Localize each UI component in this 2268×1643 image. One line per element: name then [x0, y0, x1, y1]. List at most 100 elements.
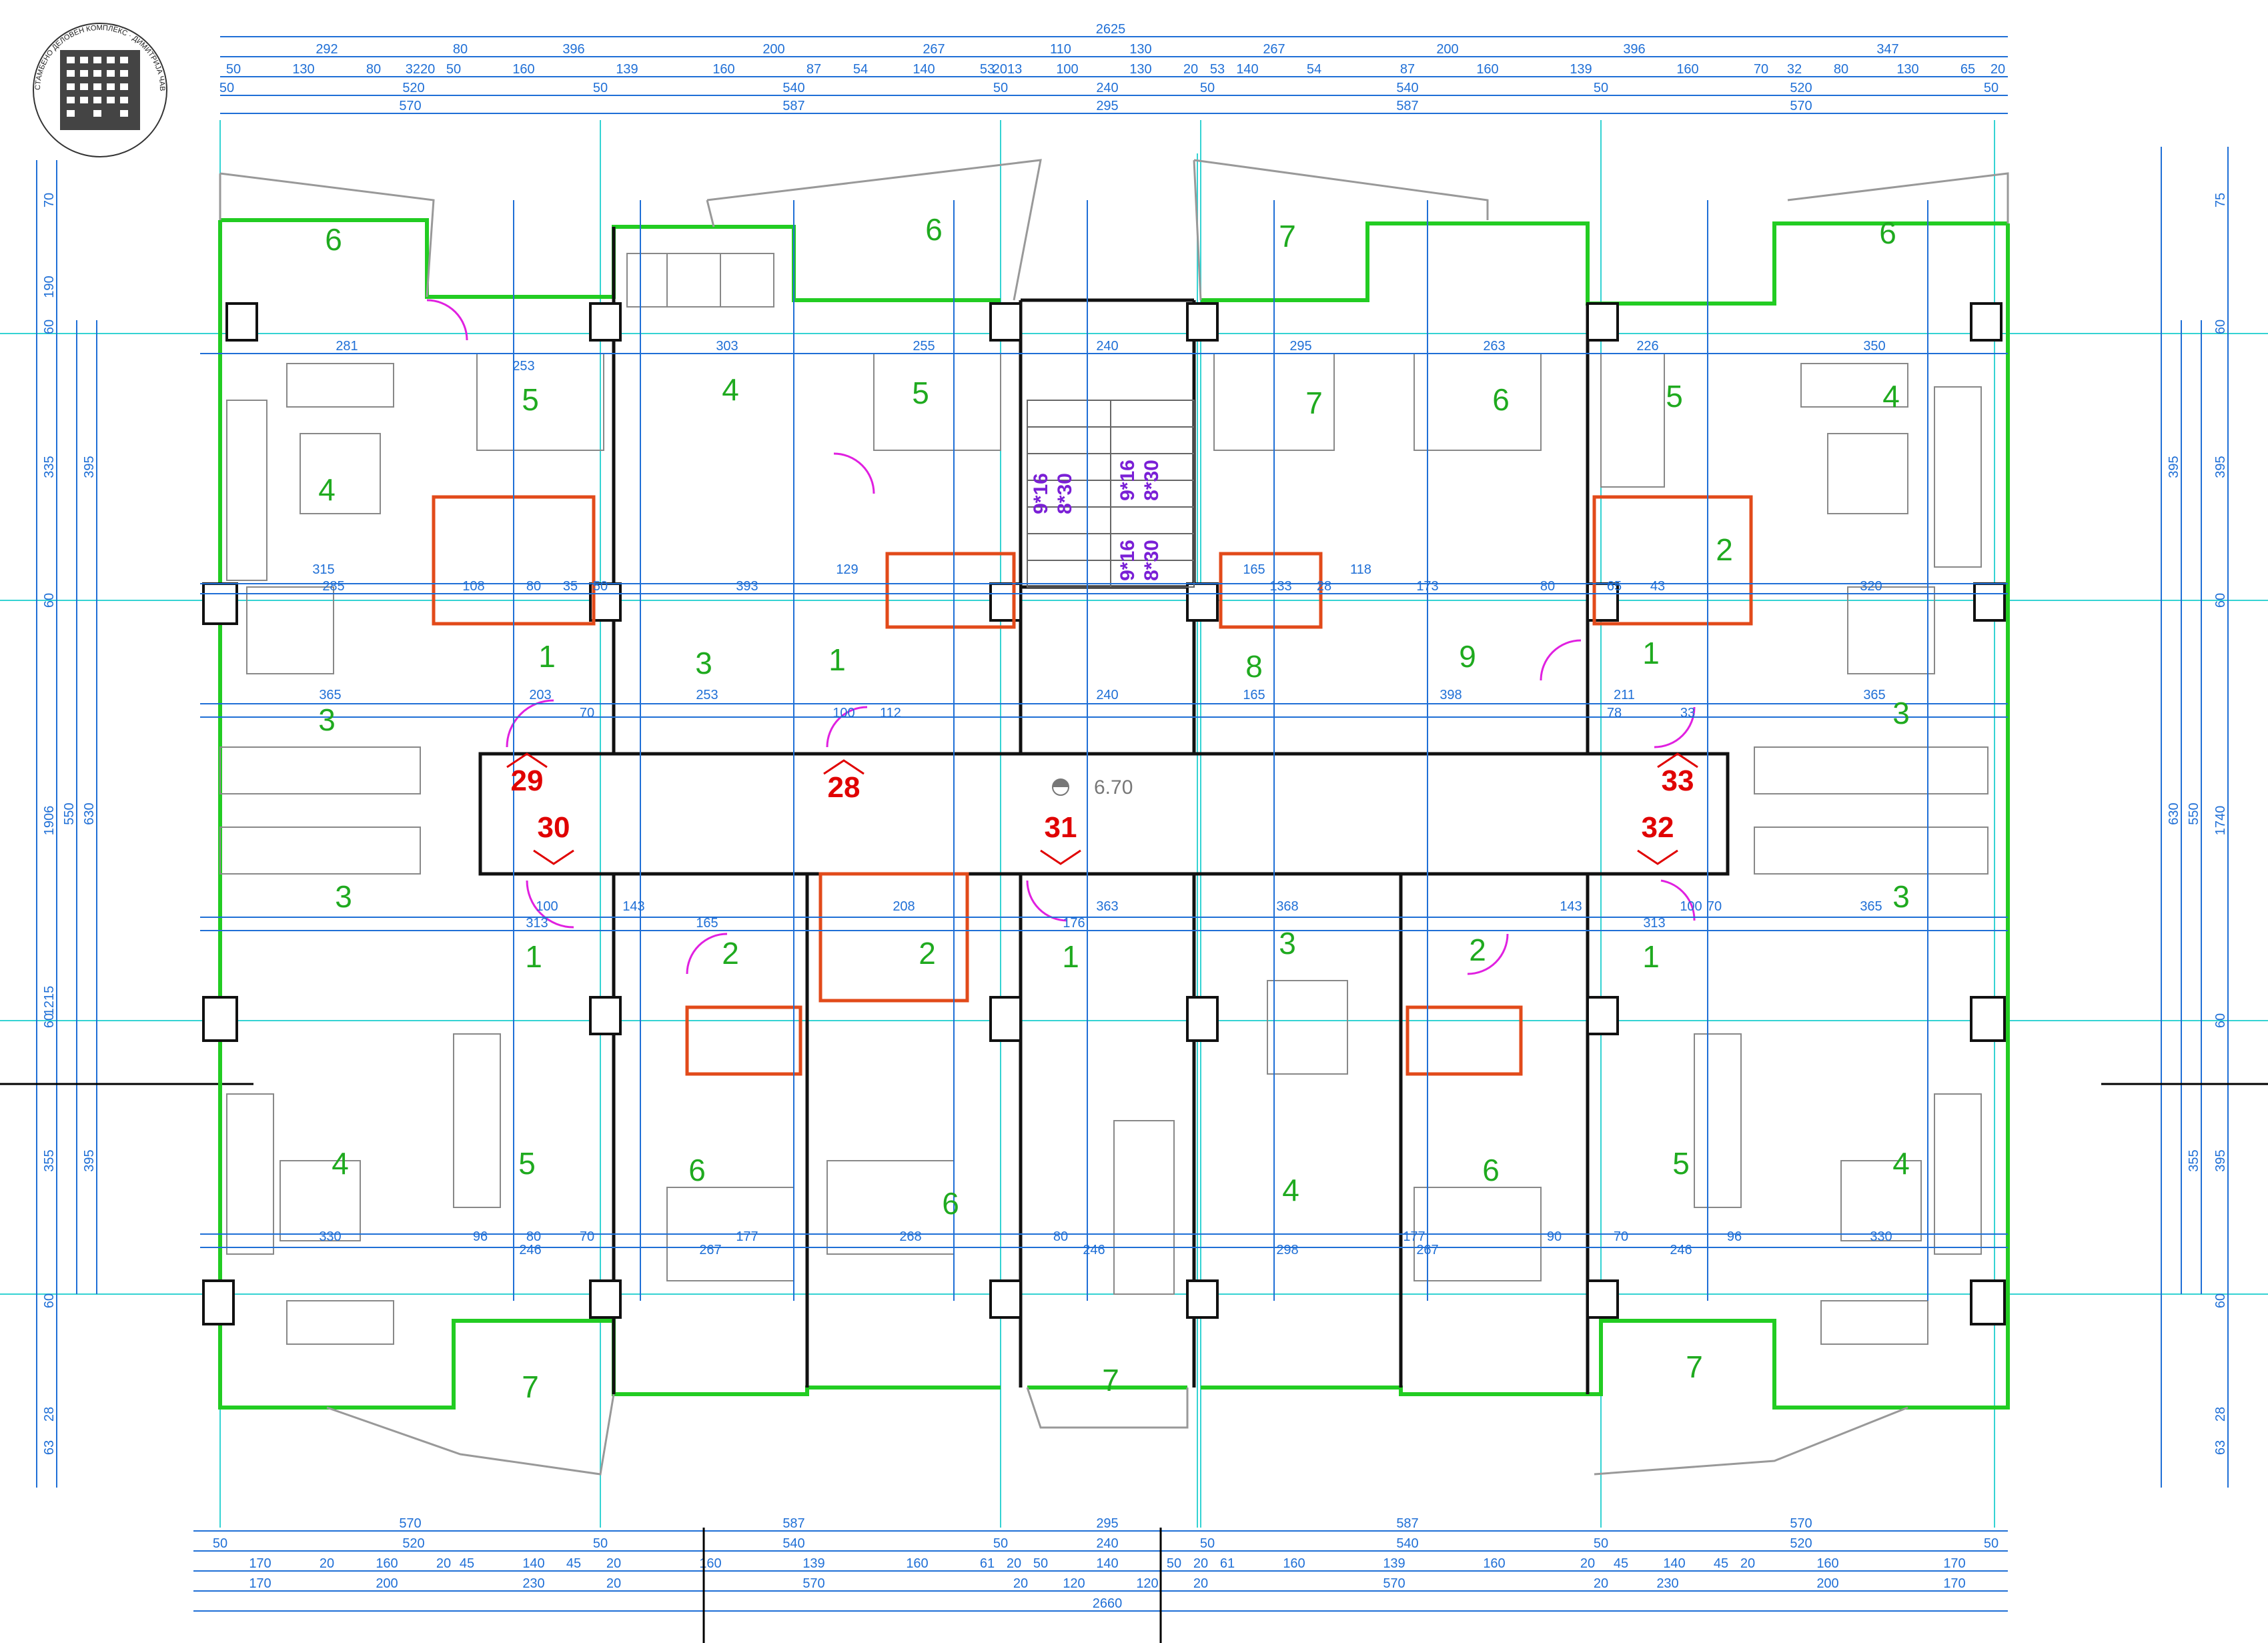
dimension-label: 587: [1396, 99, 1418, 113]
dimension-label: 32: [1787, 62, 1802, 77]
dimension-label: 570: [399, 1516, 421, 1531]
interior-dimension: 165: [1243, 688, 1265, 702]
interior-dimension: 28: [1317, 579, 1331, 594]
interior-dimension: 253: [696, 688, 718, 702]
interior-dimension: 33: [1680, 706, 1695, 720]
dimension-label: 520: [402, 1536, 424, 1551]
dimension-label: 70: [42, 193, 57, 207]
dimension-label: 355: [2187, 1149, 2201, 1171]
room-number: 1: [828, 642, 846, 677]
dimension-label: 20: [320, 1556, 334, 1571]
interior-dimension: 80: [526, 1229, 541, 1244]
bathroom-walls: [432, 495, 1753, 1076]
dimension-label: 2013: [993, 62, 1023, 77]
dimension-label: 267: [1263, 42, 1285, 57]
dimension-label: 139: [1383, 1556, 1405, 1571]
dimension-label: 50: [993, 1536, 1008, 1551]
dimension-label: 50: [1984, 81, 1999, 95]
dimension-label: 335: [42, 456, 57, 478]
dimension-label: 100: [1056, 62, 1078, 77]
dimension-label: 139: [1570, 62, 1592, 77]
dimension-label: 60: [2213, 1013, 2228, 1028]
dimension-label: 1906: [42, 806, 57, 836]
interior-dimension: 253: [512, 359, 534, 374]
unit-number: 33: [1662, 764, 1694, 797]
interior-dimension-lines: [200, 200, 2008, 1301]
dimension-label: 50: [1167, 1556, 1181, 1571]
dimension-label: 160: [512, 62, 534, 77]
dimension-label: 140: [913, 62, 935, 77]
interior-dimension: 90: [1547, 1229, 1562, 1244]
dimension-label: 160: [1816, 1556, 1838, 1571]
room-number: 1: [525, 939, 542, 974]
dimension-label: 53: [980, 62, 995, 77]
dimension-label: 587: [782, 1516, 804, 1531]
dimension-label: 520: [1790, 81, 1812, 95]
interior-dimension: 255: [913, 339, 935, 354]
top-dimension-lines: [220, 36, 2008, 114]
interior-dimension: 165: [1243, 562, 1265, 577]
stair-tread: 8*30: [1054, 473, 1076, 514]
staircase: [1027, 400, 1195, 588]
dimension-label: 60: [42, 1293, 57, 1308]
room-number: 6: [1879, 215, 1896, 250]
dimension-label: 50: [1594, 81, 1608, 95]
interior-dimension: 78: [1607, 706, 1622, 720]
room-number: 5: [518, 1146, 536, 1181]
interior-dimension: 295: [1289, 339, 1311, 354]
interior-dimension: 350: [1863, 339, 1885, 354]
interior-dimension: 368: [1276, 899, 1298, 914]
interior-dimension: 298: [1276, 1243, 1298, 1257]
dimension-label: 130: [1129, 42, 1151, 57]
dimension-label: 50: [1200, 81, 1215, 95]
dimension-label: 60: [2213, 1293, 2228, 1308]
dimension-label: 520: [1790, 1536, 1812, 1551]
room-number: 3: [318, 702, 336, 737]
dimension-label: 61: [1220, 1556, 1235, 1571]
dimension-label: 395: [2167, 456, 2181, 478]
interior-dimension: 246: [1670, 1243, 1692, 1257]
interior-dimension: 365: [319, 688, 341, 702]
dimension-label: 347: [1876, 42, 1898, 57]
interior-dimension: 285: [322, 579, 344, 594]
dimension-label: 170: [1943, 1556, 1965, 1571]
dimension-label: 160: [1483, 1556, 1505, 1571]
dimension-label: 540: [1396, 1536, 1418, 1551]
room-number: 3: [335, 879, 352, 914]
interior-dimension: 50: [593, 579, 608, 594]
room-number: 2: [1716, 532, 1733, 567]
dimension-label: 130: [292, 62, 314, 77]
dimension-label: 87: [806, 62, 821, 77]
stair-count: 9*16: [1030, 473, 1052, 514]
dimension-label: 630: [2167, 802, 2181, 825]
interior-dimension: 315: [312, 562, 334, 577]
dimension-label: 295: [1096, 99, 1118, 113]
room-number: 5: [912, 376, 929, 410]
dimension-label: 140: [1663, 1556, 1685, 1571]
dimension-label: 200: [1816, 1576, 1838, 1591]
dimension-label: 20: [436, 1556, 451, 1571]
dimension-label: 570: [1790, 99, 1812, 113]
dimension-label: 45: [1614, 1556, 1628, 1571]
dimension-label: 396: [1623, 42, 1645, 57]
room-number: 4: [1892, 1146, 1910, 1181]
interior-dimension: 177: [736, 1229, 758, 1244]
dimension-label: 540: [1396, 81, 1418, 95]
dimension-label: 395: [2213, 1149, 2228, 1171]
room-number: 2: [722, 936, 739, 971]
side-dimension-lines: [36, 147, 2229, 1488]
dimension-label: 65: [1960, 62, 1975, 77]
dimension-label: 550: [62, 802, 77, 825]
dimension-total-bottom: 2660: [1093, 1596, 1123, 1611]
dimension-label: 140: [1236, 62, 1258, 77]
bottom-dimension-lines: [193, 1530, 2008, 1612]
dimension-label: 50: [1594, 1536, 1608, 1551]
furniture: [219, 253, 1989, 1345]
dimension-label: 570: [1383, 1576, 1405, 1591]
room-number: 6: [688, 1153, 706, 1187]
dimension-label: 20: [1991, 62, 2005, 77]
